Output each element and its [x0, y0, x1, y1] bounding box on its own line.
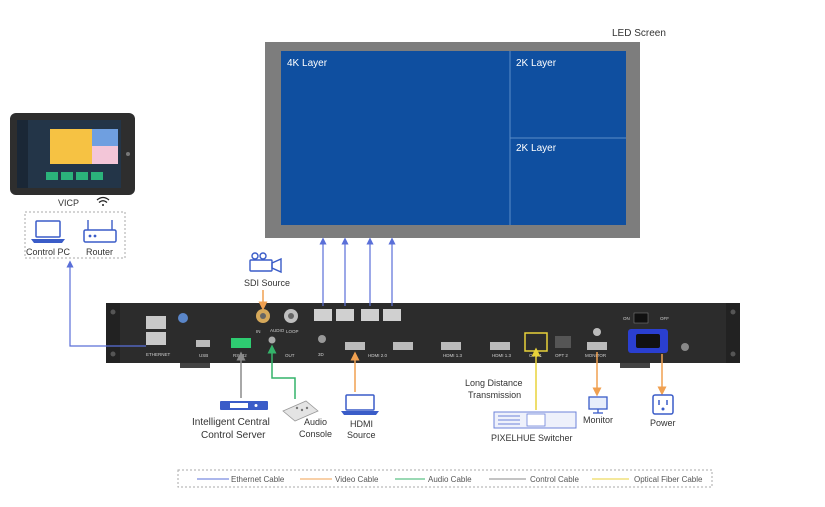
- power-device: Power: [650, 394, 676, 428]
- output-port-1: [314, 309, 332, 321]
- opt2-port: [555, 336, 571, 348]
- tablet-home-button: [126, 152, 130, 156]
- pixelhue-switcher: Long Distance Transmission PIXELHUE Swit…: [465, 378, 577, 443]
- central-control-label-2: Control Server: [201, 430, 266, 441]
- switcher-label: PIXELHUE Switcher: [491, 433, 573, 443]
- monitor-icon: [588, 396, 608, 414]
- ground-screw: [681, 343, 689, 351]
- long-distance-label-1: Long Distance: [465, 378, 523, 388]
- sdi-in-label: IN: [256, 329, 261, 334]
- ethernet-cable-to-control-pc: [66, 260, 146, 347]
- mixer-icon: [282, 400, 319, 422]
- legend-item-audio: Audio Cable: [395, 475, 472, 484]
- audio-console: Audio Console: [282, 400, 332, 439]
- layer-2k-top: 2K Layer: [516, 58, 557, 69]
- sdi-source: SDI Source: [244, 252, 290, 288]
- led-screen-title: LED Screen: [612, 28, 666, 39]
- audio-out-jack: [268, 336, 276, 344]
- ethernet-port-1: [146, 316, 166, 329]
- 3d-connector: [318, 335, 326, 343]
- rs232-label: RS232: [233, 353, 247, 358]
- hdmi20-label: HDMI 2.0: [368, 353, 388, 358]
- power-label: Power: [650, 418, 676, 428]
- legend-item-control: Control Cable: [489, 475, 579, 484]
- audio-console-label-1: Audio: [304, 417, 327, 427]
- hdmi-source-label-2: Source: [347, 430, 376, 440]
- legend-item-ethernet: Ethernet Cable: [197, 475, 285, 484]
- usb-label: USB: [199, 353, 208, 358]
- hdmi-source: HDMI Source: [341, 394, 379, 440]
- legend-box: [177, 469, 713, 488]
- hdmi13-label-1: HDMI 1.3: [443, 353, 463, 358]
- rack-foot-right: [620, 363, 650, 368]
- vicp-tablet: VICP: [10, 113, 135, 208]
- power-on-label: ON: [623, 316, 630, 321]
- opt2-label: OPT 2: [555, 353, 568, 358]
- output-port-3: [361, 309, 379, 321]
- control-pc-label: Control PC: [26, 247, 71, 257]
- cable-legend: Ethernet Cable Video Cable Audio Cable C…: [177, 469, 713, 488]
- 3d-label: 3D: [318, 352, 325, 357]
- laptop-icon: [341, 394, 379, 415]
- power-off-label: OFF: [660, 316, 669, 321]
- hdmi13-port-2: [490, 342, 510, 350]
- tablet-preview-pink: [92, 146, 118, 164]
- router-label: Router: [86, 247, 113, 257]
- ethernet-cables-to-screen: [319, 237, 396, 306]
- svg-text:Video Cable: Video Cable: [335, 475, 379, 484]
- power-switch: [633, 312, 649, 324]
- switcher-icon: [493, 411, 577, 429]
- svg-text:Audio Cable: Audio Cable: [428, 475, 472, 484]
- led-screen: LED Screen 4K Layer 2K Layer 2K Layer: [265, 28, 666, 238]
- svg-text:Control Cable: Control Cable: [530, 475, 579, 484]
- legend-item-video: Video Cable: [300, 475, 379, 484]
- server-icon: [220, 401, 268, 410]
- rack-foot-left: [180, 363, 210, 368]
- hdmi13-port-1: [441, 342, 461, 350]
- tablet-preview-blue: [92, 129, 118, 146]
- svg-text:Ethernet Cable: Ethernet Cable: [231, 475, 285, 484]
- hdmi20-in-port: [345, 342, 365, 350]
- vicp-label: VICP: [58, 198, 79, 208]
- ethernet-panel-label: ETHERNET: [146, 352, 171, 357]
- output-port-2: [336, 309, 354, 321]
- monitor-device: Monitor: [583, 396, 613, 425]
- audio-out-label: OUT: [285, 353, 295, 358]
- svg-text:Optical Fiber Cable: Optical Fiber Cable: [634, 475, 703, 484]
- rs232-terminal: [231, 338, 251, 348]
- router-icon: [83, 220, 117, 243]
- legend-item-fiber: Optical Fiber Cable: [592, 475, 703, 484]
- monitor-port: [587, 342, 607, 350]
- camera-icon: [249, 252, 282, 274]
- control-network-group: Control PC Router: [24, 211, 126, 259]
- monitor-label: Monitor: [583, 415, 613, 425]
- control-network-box: [24, 211, 126, 259]
- long-distance-label-2: Transmission: [468, 390, 521, 400]
- switcher-rack-unit: ETHERNET USB RS232 AUDIO OUT IN LOOP 3D …: [106, 303, 740, 368]
- central-control-server: Intelligent Central Control Server: [192, 401, 270, 441]
- central-control-label-1: Intelligent Central: [192, 417, 270, 428]
- audio-console-label-2: Console: [299, 429, 332, 439]
- wifi-icon: [96, 196, 110, 206]
- monitor-panel-label: MONITOR: [585, 353, 607, 358]
- sdi-loop-label: LOOP: [286, 329, 299, 334]
- sdi-source-label: SDI Source: [244, 278, 290, 288]
- audio-label: AUDIO: [270, 328, 285, 333]
- tablet-preview-yellow: [50, 129, 92, 164]
- ethernet-port-2: [146, 332, 166, 345]
- usb-port: [196, 340, 210, 347]
- hdmi-source-label-1: HDMI: [350, 419, 373, 429]
- power-led-icon: [178, 313, 188, 323]
- hdmi20-loop-port: [393, 342, 413, 350]
- layer-4k: 4K Layer: [287, 58, 328, 69]
- laptop-icon: [31, 220, 65, 243]
- output-port-4: [383, 309, 401, 321]
- audio-cable: [267, 344, 296, 399]
- hdmi13-label-2: HDMI 1.3: [492, 353, 512, 358]
- layer-2k-bottom: 2K Layer: [516, 143, 557, 154]
- power-outlet-icon: [652, 394, 674, 415]
